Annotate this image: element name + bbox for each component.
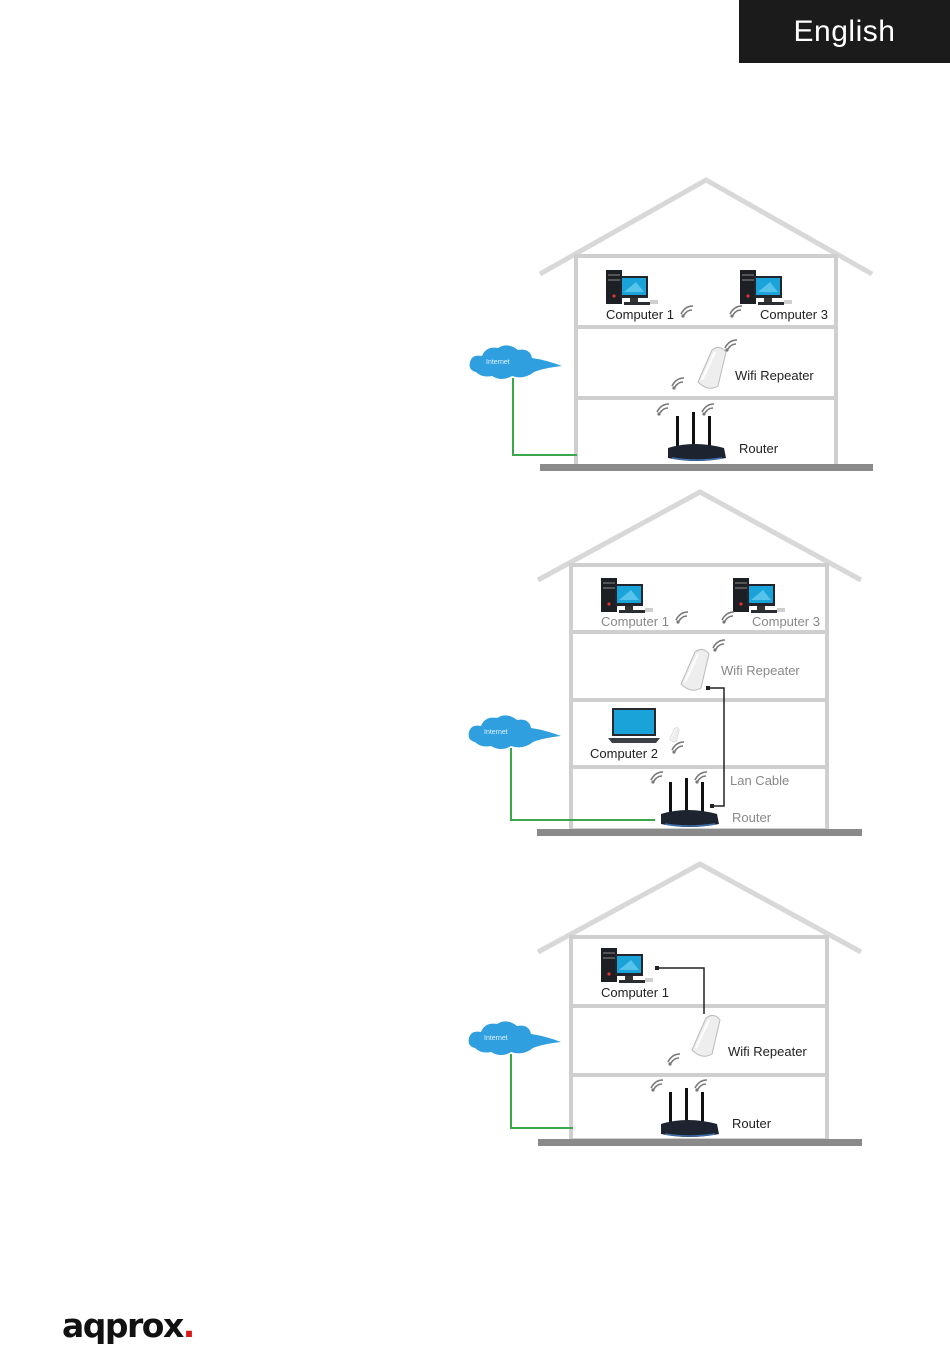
computer-3-icon — [740, 270, 792, 305]
wifi-repeater-icon — [681, 649, 709, 690]
router-icon-1 — [668, 412, 726, 461]
diagram-2: Internet Computer 1 Computer 3 Wifi Repe… — [469, 492, 862, 836]
computer-1-icon — [601, 948, 653, 983]
computer-3-label: Computer 3 — [760, 307, 828, 322]
repeater-label-3: Wifi Repeater — [728, 1044, 807, 1059]
computer-1-label: Computer 1 — [601, 614, 669, 629]
computer-1-label: Computer 1 — [601, 985, 669, 1000]
router-label-1: Router — [739, 441, 779, 456]
ground-2 — [537, 829, 862, 836]
computer-1-label: Computer 1 — [606, 307, 674, 322]
ground-3 — [538, 1139, 862, 1146]
internet-label-1: Internet — [486, 359, 510, 366]
router-icon-3 — [661, 1088, 719, 1137]
internet-label-2: Internet — [484, 729, 508, 736]
brand-dot: . — [183, 1306, 194, 1345]
router-label-2: Router — [732, 810, 772, 825]
computer-1-icon — [606, 270, 658, 305]
computer-2-label: Computer 2 — [590, 746, 658, 761]
roof-1 — [540, 180, 872, 274]
wifi-repeater-icon — [698, 347, 726, 388]
cable-3 — [511, 1054, 573, 1128]
diagram-3: Internet Computer 1 Wifi Repeater Router — [469, 864, 862, 1146]
internet-label-3: Internet — [484, 1035, 508, 1042]
computer-2-icon — [608, 708, 660, 743]
ground-1 — [540, 464, 873, 471]
wifi-repeater-icon — [692, 1015, 720, 1056]
computer-3-label: Computer 3 — [752, 614, 820, 629]
lan-cable — [709, 688, 724, 806]
router-label-3: Router — [732, 1116, 772, 1131]
lan-cable-label: Lan Cable — [730, 773, 789, 788]
computer-3-icon — [733, 578, 785, 613]
brand-name: aqprox — [62, 1306, 183, 1345]
diagram-1: Internet Computer 1 Computer 3 Wifi Repe… — [470, 180, 873, 471]
router-icon-2 — [661, 778, 719, 827]
computer-1-icon — [601, 578, 653, 613]
repeater-label-1: Wifi Repeater — [735, 368, 814, 383]
brand-logo: aqprox. — [62, 1306, 194, 1345]
repeater-label-2: Wifi Repeater — [721, 663, 800, 678]
cable-1 — [513, 378, 577, 455]
